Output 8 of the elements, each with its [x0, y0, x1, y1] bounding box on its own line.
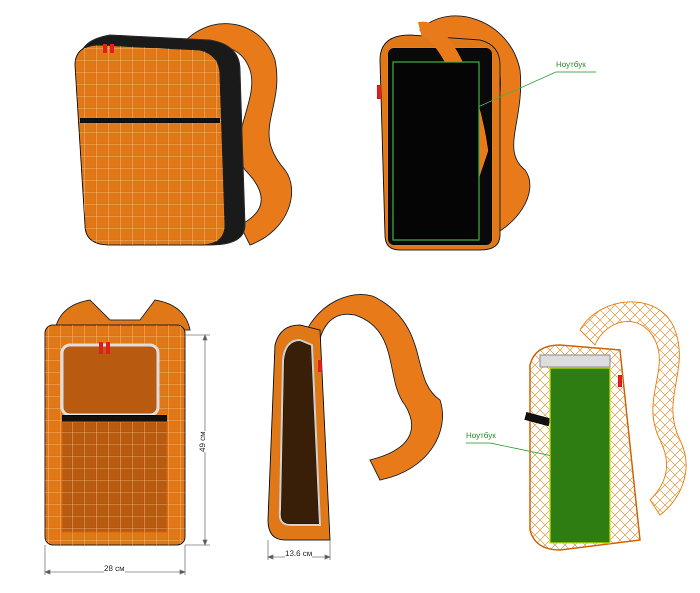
dimension-label: 13.6 см	[285, 549, 312, 559]
laptop-panel	[392, 61, 480, 241]
dimension-label: 28 см	[104, 564, 125, 574]
leader-label: Ноутбук	[556, 60, 586, 70]
leader-line	[478, 72, 596, 107]
laptop-panel	[549, 367, 611, 544]
leader-label: Ноутбук	[466, 431, 496, 441]
dimension-label: 49 см	[198, 431, 208, 452]
